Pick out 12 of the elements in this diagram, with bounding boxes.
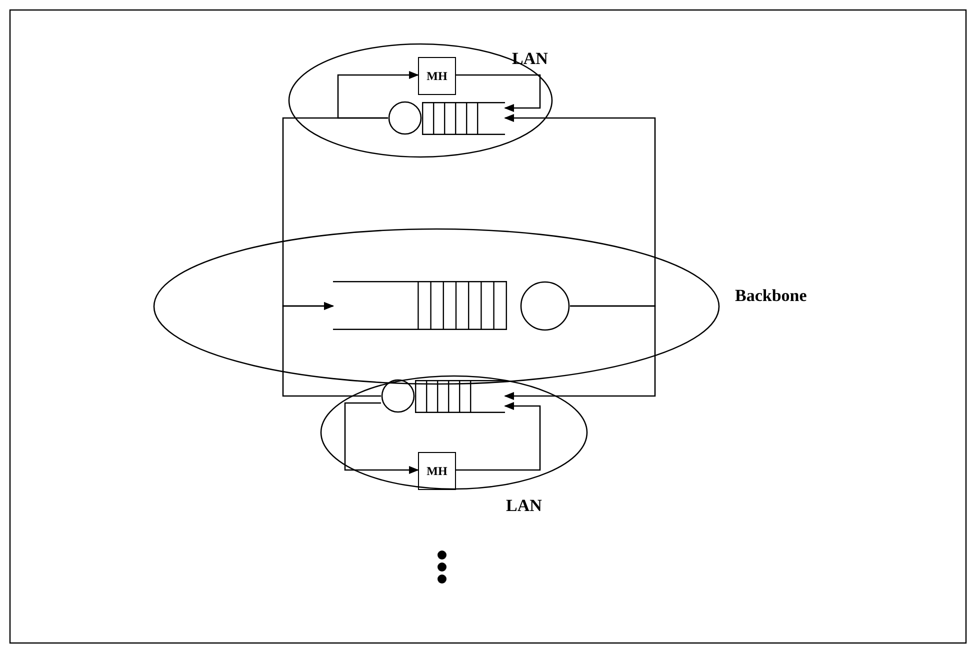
arrow xyxy=(282,302,381,397)
region-label: Backbone xyxy=(735,286,807,306)
arrow xyxy=(504,114,656,307)
arrow xyxy=(504,305,656,400)
region-label: LAN xyxy=(506,496,542,516)
region-label: LAN xyxy=(512,49,548,69)
arrow xyxy=(344,402,419,474)
host-box: MH xyxy=(418,57,456,95)
arrow xyxy=(337,71,419,119)
arrow xyxy=(456,402,541,471)
arrow xyxy=(456,74,541,112)
host-box: MH xyxy=(418,452,456,490)
